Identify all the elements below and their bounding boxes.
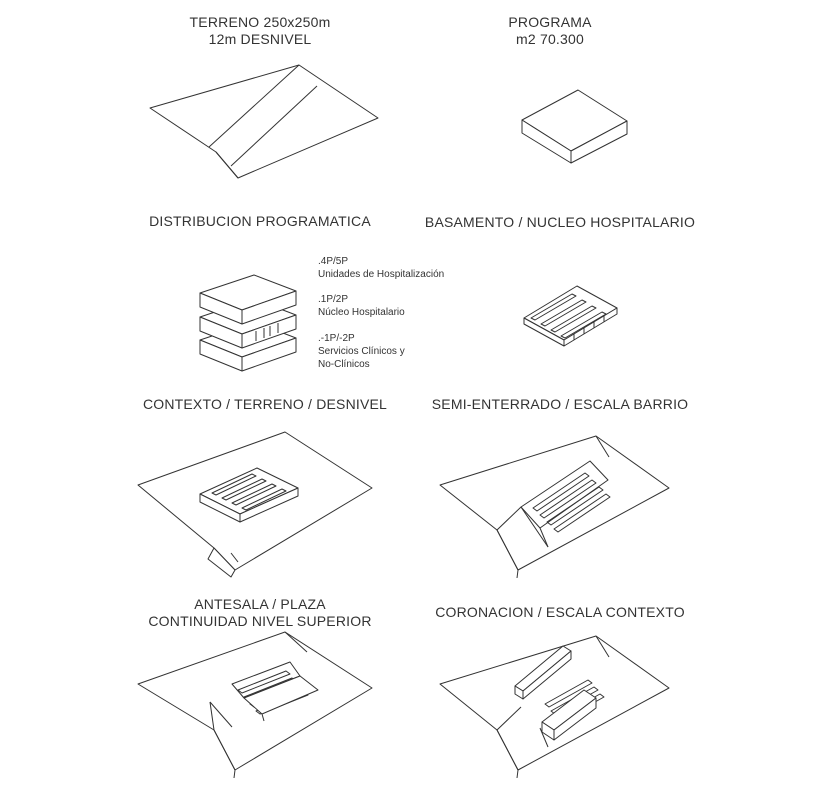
comb-base [524, 286, 617, 346]
level-middle-desc: Núcleo Hospitalario [318, 307, 405, 318]
title-contexto: CONTEXTO / TERRENO / DESNIVEL [142, 396, 388, 412]
stacked-slabs [200, 275, 296, 371]
level-middle-code: .1P/2P [318, 294, 349, 305]
terrain-drawing [150, 65, 378, 178]
semi-buried-terrain [440, 436, 669, 578]
title-antesala-line1: ANTESALA / PLAZA [194, 596, 326, 612]
program-block [522, 90, 627, 163]
title-programa-line2: m2 70.300 [516, 31, 584, 47]
title-distribucion: DISTRIBUCION PROGRAMATICA [149, 213, 371, 229]
title-programa-line1: PROGRAMA [508, 14, 592, 30]
level-lower-code: .-1P/-2P [318, 333, 355, 344]
level-note-upper: .4P/5P Unidades de Hospitalización [318, 255, 444, 281]
crowning-tower [542, 690, 596, 740]
level-upper-desc: Unidades de Hospitalización [318, 269, 445, 280]
title-antesala-line2: CONTINUIDAD NIVEL SUPERIOR [148, 613, 372, 629]
title-coronacion: CORONACION / ESCALA CONTEXTO [435, 604, 685, 620]
slab-upper [200, 275, 296, 324]
level-lower-desc: Servicios Clínicos y [318, 346, 405, 357]
title-programa: PROGRAMA m2 70.300 [450, 14, 650, 48]
crowning-bar [515, 646, 571, 699]
title-antesala: ANTESALA / PLAZA CONTINUIDAD NIVEL SUPER… [130, 596, 390, 630]
antesala-terrain [138, 632, 372, 778]
title-basamento: BASAMENTO / NUCLEO HOSPITALARIO [424, 214, 696, 230]
context-terrain [138, 432, 372, 577]
title-terreno-line1: TERRENO 250x250m [189, 14, 331, 30]
level-note-lower: .-1P/-2P Servicios Clínicos y No-Clínico… [318, 332, 405, 371]
level-upper-code: .4P/5P [318, 256, 349, 267]
level-lower-desc2: No-Clínicos [318, 359, 370, 370]
title-terreno: TERRENO 250x250m 12m DESNIVEL [150, 14, 370, 48]
coronacion-terrain [440, 636, 669, 778]
title-semienterrado: SEMI-ENTERRADO / ESCALA BARRIO [431, 396, 689, 412]
level-note-middle: .1P/2P Núcleo Hospitalario [318, 293, 405, 319]
title-terreno-line2: 12m DESNIVEL [208, 31, 312, 47]
